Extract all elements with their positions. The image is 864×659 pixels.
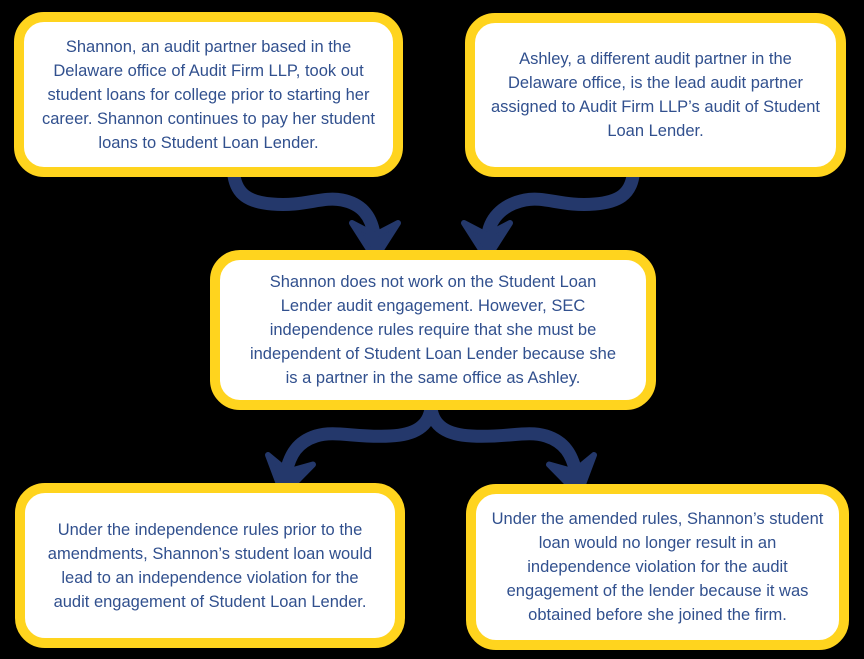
box-amended-rules-no-violation: Under the amended rules, Shannon’s stude… bbox=[466, 484, 849, 650]
box-prior-rules-violation-text: Under the independence rules prior to th… bbox=[47, 520, 373, 611]
box-shannon-loans-text: Shannon, an audit partner based in the D… bbox=[42, 37, 375, 152]
box-amended-rules-no-violation-text: Under the amended rules, Shannon’s stude… bbox=[491, 510, 824, 624]
box-ashley-lead-partner-text: Ashley, a different audit partner in the… bbox=[491, 50, 820, 140]
box-shannon-loans: Shannon, an audit partner based in the D… bbox=[14, 12, 403, 177]
box-prior-rules-violation: Under the independence rules prior to th… bbox=[15, 483, 405, 648]
arrow-ashley-to-middle-icon bbox=[461, 169, 640, 262]
box-sec-independence-rule: Shannon does not work on the Student Loa… bbox=[210, 250, 656, 410]
arrow-shannon-to-middle-icon bbox=[227, 169, 401, 262]
box-ashley-lead-partner: Ashley, a different audit partner in the… bbox=[465, 13, 846, 177]
box-sec-independence-rule-text: Shannon does not work on the Student Loa… bbox=[249, 273, 617, 387]
